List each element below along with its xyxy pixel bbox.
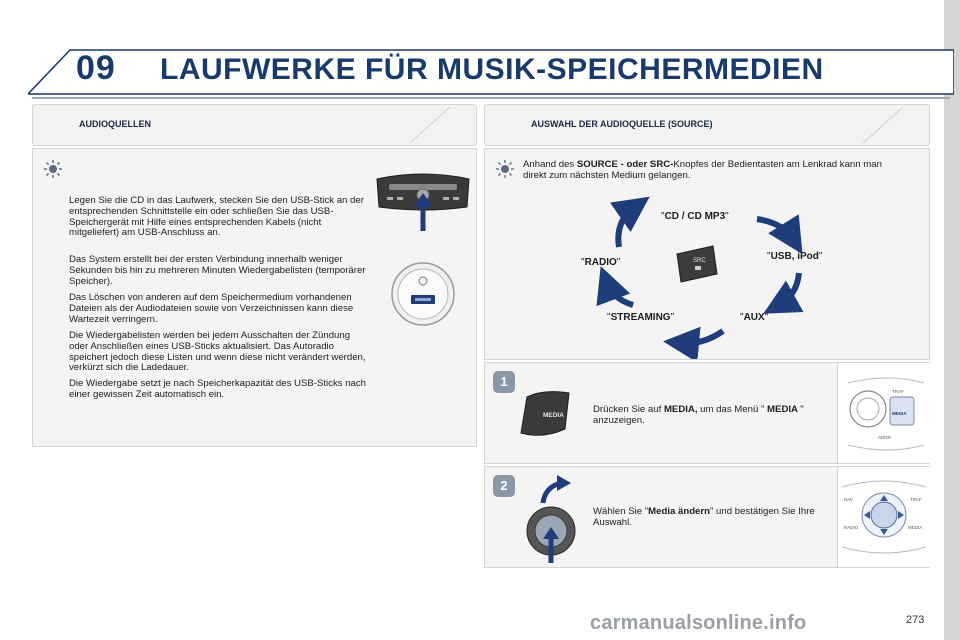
- src-button-label: SRC: [693, 258, 706, 264]
- source-cycle-arrows: [596, 196, 804, 359]
- step-2-badge: 2: [493, 475, 515, 497]
- cycle-radio-label: "RADIO": [581, 257, 621, 268]
- cycle-cd-label: "CD / CD MP3": [661, 211, 729, 222]
- step-2-text: Wählen Sie "Media ändern" und bestätigen…: [593, 506, 823, 529]
- step-2-text-2: " und bestätigen Sie Ihre Auswahl.: [593, 506, 815, 528]
- step-2-bold: Media ändern: [648, 506, 710, 517]
- panel-traf-label: TRAF: [892, 389, 904, 394]
- arrow-aux-to-streaming: [663, 326, 725, 359]
- arrow-usb-to-aux: [763, 272, 804, 314]
- left-paragraph-4: Die Wiedergabelisten werden bei jedem Au…: [69, 330, 366, 374]
- header-frame: [28, 49, 954, 99]
- source-intro: Anhand des SOURCE - oder SRC-Knopfes der…: [523, 159, 903, 182]
- left-paragraph-3: Das Löschen von anderen auf dem Speicher…: [69, 292, 354, 325]
- step-1-panel: 1 MEDIA Drücken Sie auf MEDIA, um das Me…: [484, 362, 930, 464]
- rotary-knob-icon: [526, 475, 576, 563]
- panel-media-label: MEDIA: [892, 411, 907, 416]
- left-paragraph-1: Legen Sie die CD in das Laufwerk, stecke…: [69, 195, 364, 239]
- aux-label-text: AUX: [743, 312, 765, 323]
- panel-addr-label: ADDR: [878, 435, 892, 440]
- chapter-number: 09: [76, 49, 116, 87]
- step-2-panel: 2 Wählen Sie "Media ändern" und bestätig…: [484, 466, 930, 568]
- heading-corner-decor: [862, 106, 904, 144]
- left-heading-label: AUDIOQUELLEN: [79, 119, 151, 129]
- right-section-heading: AUSWAHL DER AUDIOQUELLE (SOURCE): [484, 104, 930, 146]
- page-title: LAUFWERKE FÜR MUSIK-SPEICHERMEDIEN: [160, 53, 824, 86]
- step-1-bold-2: MEDIA: [764, 404, 801, 415]
- cycle-streaming-label: "STREAMING": [607, 312, 675, 323]
- page-side-rail: [944, 0, 960, 640]
- tip-sun-icon: [496, 160, 514, 178]
- panel-media-label-2: MEDIA: [908, 525, 922, 530]
- usb-label-text: USB, iPod: [770, 251, 819, 262]
- arrow-radio-to-cd: [609, 196, 650, 248]
- step-2-text-1: Wählen Sie ": [593, 506, 649, 517]
- media-button-icon: MEDIA: [520, 391, 570, 436]
- tip-sun-icon: [44, 160, 62, 178]
- intro-text-1: Anhand des: [523, 159, 577, 170]
- cd-drive-illustration: [376, 173, 470, 231]
- panel-radio-label: RADIO: [844, 525, 859, 530]
- heading-corner-decor: [409, 106, 451, 144]
- media-panel-drawing: TRAF MEDIA ADDR: [847, 377, 925, 451]
- step-1-text-3: " anzuzeigen.: [593, 404, 804, 426]
- streaming-label-text: STREAMING: [610, 312, 671, 323]
- step-1-badge: 1: [493, 371, 515, 393]
- arrow-cd-to-usb: [756, 214, 803, 255]
- src-button-icon: SRC: [676, 245, 718, 283]
- left-info-panel: Legen Sie die CD in das Laufwerk, stecke…: [32, 148, 477, 447]
- step-2-panel-illustration: NAV TRAF RADIO MEDIA: [837, 467, 930, 567]
- radio-label-text: RADIO: [584, 257, 617, 268]
- step-1-bold-1: MEDIA,: [663, 404, 698, 415]
- page-number: 273: [906, 614, 925, 626]
- left-paragraph-2: Das System erstellt bei der ersten Verbi…: [69, 254, 366, 287]
- right-heading-label: AUSWAHL DER AUDIOQUELLE (SOURCE): [531, 119, 713, 129]
- cycle-aux-label: "AUX": [740, 312, 769, 323]
- left-paragraph-5: Die Wiedergabe setzt je nach Speicherkap…: [69, 378, 367, 400]
- intro-bold: SOURCE - oder SRC-: [576, 159, 674, 170]
- nav-panel-drawing: NAV TRAF RADIO MEDIA: [841, 480, 927, 554]
- arrow-streaming-to-radio: [596, 266, 634, 308]
- panel-nav-label: NAV: [844, 497, 853, 502]
- intro-text-2: Knopfes der Bedientasten am Lenkrad kann…: [523, 159, 882, 181]
- panel-traf-label-2: TRAF: [910, 497, 922, 502]
- step-1-text-1: Drücken Sie auf: [593, 404, 664, 415]
- cycle-usb-label: "USB, iPod": [767, 251, 823, 262]
- media-button-label: MEDIA: [543, 412, 564, 419]
- step-1-panel-illustration: TRAF MEDIA ADDR: [837, 363, 930, 463]
- step-1-text: Drücken Sie auf MEDIA, um das Menü " MED…: [593, 404, 813, 427]
- page-header: 09 LAUFWERKE FÜR MUSIK-SPEICHERMEDIEN: [28, 44, 954, 102]
- cd-label-text: CD / CD MP3: [664, 211, 726, 222]
- left-section-heading: AUDIOQUELLEN: [32, 104, 477, 146]
- watermark: carmanualsonline.info: [590, 612, 807, 634]
- usb-port-illustration: [391, 262, 455, 326]
- step-1-text-2: um das Menü ": [697, 404, 765, 415]
- right-source-panel: Anhand des SOURCE - oder SRC-Knopfes der…: [484, 148, 930, 360]
